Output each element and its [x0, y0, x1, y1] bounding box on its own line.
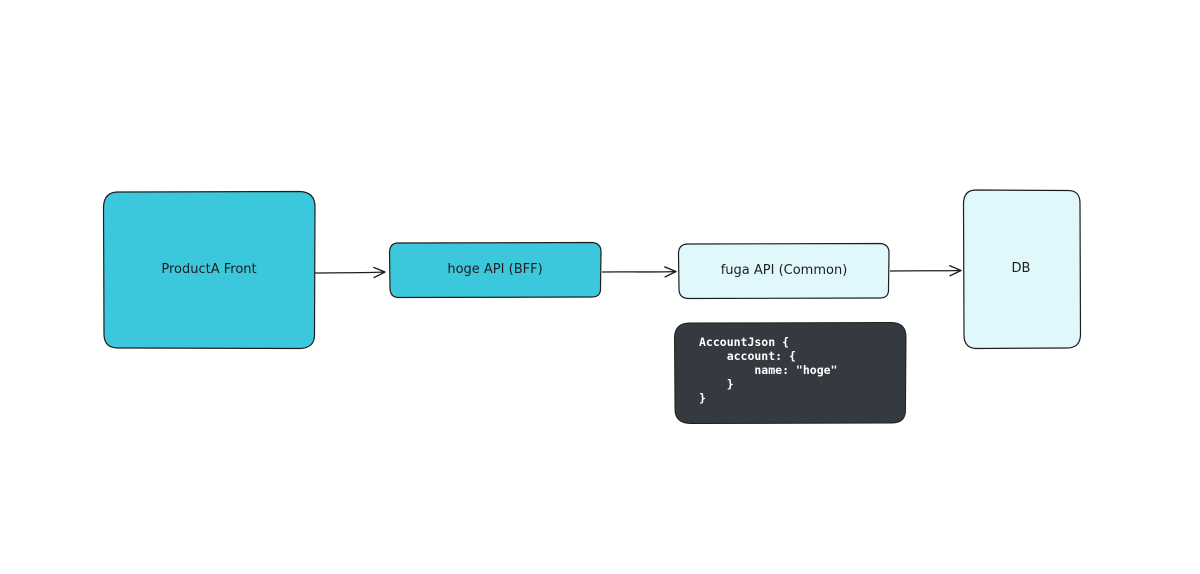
- code-line: name: "hoge": [699, 363, 837, 377]
- code-note[interactable]: AccountJson { account: { name: "hoge" } …: [673, 321, 907, 425]
- node-db-label: DB: [1012, 261, 1031, 276]
- node-fuga-api-label: fuga API (Common): [721, 263, 848, 278]
- node-db[interactable]: DB: [962, 189, 1082, 350]
- node-product-front-label: ProductA Front: [161, 262, 256, 277]
- code-line: AccountJson {: [699, 335, 789, 349]
- node-hoge-api[interactable]: hoge API (BFF): [388, 241, 602, 299]
- code-line: }: [699, 391, 706, 405]
- node-hoge-api-label: hoge API (BFF): [447, 262, 542, 277]
- node-fuga-api[interactable]: fuga API (Common): [677, 242, 890, 300]
- connector-fuga-to-db[interactable]: [889, 265, 962, 277]
- node-product-front[interactable]: ProductA Front: [102, 190, 316, 350]
- connector-hoge-to-fuga[interactable]: [601, 266, 677, 278]
- connector-front-to-hoge[interactable]: [314, 266, 386, 279]
- code-line: }: [699, 377, 734, 391]
- code-line: account: {: [699, 349, 796, 363]
